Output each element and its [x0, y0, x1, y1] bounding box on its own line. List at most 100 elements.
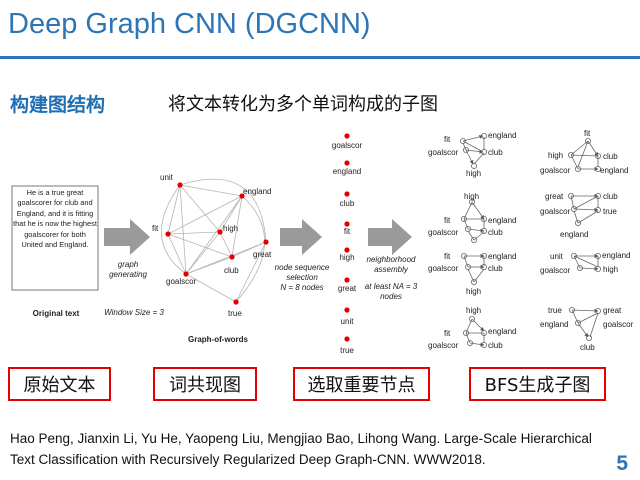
graph-node-label: unit — [160, 173, 174, 182]
subgraph-node-label: england — [600, 166, 628, 175]
subgraph-node-label: goalscor — [428, 228, 459, 237]
arrow2-label-line1: node sequence — [275, 263, 330, 272]
subgraph-node-label: fit — [444, 329, 451, 338]
subgraph: fit high club goalscor england — [540, 129, 628, 175]
subgraph-node-label: high — [466, 306, 481, 315]
graph-node-label: club — [224, 266, 239, 275]
step-cooccurrence-graph: 词共现图 — [153, 367, 257, 401]
original-text-box — [11, 185, 99, 291]
citation: Hao Peng, Jianxin Li, Yu He, Yaopeng Liu… — [10, 431, 592, 467]
graph-node — [229, 254, 235, 260]
graph-nodes — [165, 182, 269, 305]
subgraph-node-label: england — [540, 320, 568, 329]
subgraph-node-label: england — [488, 327, 516, 336]
subgraph: unit england goalscor high — [540, 251, 630, 275]
subgraph-node-label: club — [580, 343, 595, 352]
arrow3-label-line4: nodes — [380, 292, 402, 301]
subgraph: fit england goalscor club high — [428, 131, 516, 178]
graph-node-label: goalscor — [166, 277, 197, 286]
title-divider — [0, 56, 640, 59]
graph-node-label: fit — [152, 224, 159, 233]
subgraph-node-label: club — [488, 148, 503, 157]
subgraph: true great england goalscor club — [540, 306, 634, 352]
section-label: 构建图结构 — [10, 94, 106, 116]
graph-node — [233, 299, 239, 305]
original-text: He is a true great goalscorer for club a… — [13, 188, 97, 250]
subgraph-node-label: fit — [444, 216, 451, 225]
original-text-caption: Original text — [33, 309, 80, 318]
subgraph-node-label: england — [488, 216, 516, 225]
subgraph-node-label: england — [602, 251, 630, 260]
arrow2-label-line3: N = 8 nodes — [280, 283, 323, 292]
graph-node — [263, 239, 269, 245]
step-select-important-nodes: 选取重要节点 — [293, 367, 430, 401]
sequence-node-label: fit — [344, 227, 351, 236]
arrow3-label-line1: neighborhood — [367, 255, 416, 264]
subgraph-node-label: club — [603, 192, 618, 201]
graph-node-label: true — [228, 309, 242, 318]
sequence-node-label: high — [339, 253, 354, 262]
subgraph: great goalscor club true england — [540, 192, 618, 239]
subgraph-node-label: club — [488, 341, 503, 350]
subgraph-node-label: england — [488, 131, 516, 140]
subgraph-node-label: unit — [550, 252, 564, 261]
subgraph-node-label: high — [603, 265, 618, 274]
subgraph-node-label: goalscor — [428, 341, 459, 350]
subgraph-node-label: goalscor — [603, 320, 634, 329]
graph-node — [177, 182, 183, 188]
graph-of-words-caption: Graph-of-words — [188, 335, 249, 344]
subgraph: fit high club goalscor england — [428, 192, 516, 243]
subgraph-node-label: great — [545, 192, 564, 201]
subgraph-node-label: goalscor — [540, 266, 571, 275]
subgraph-node-label: england — [488, 252, 516, 261]
subgraph-node-label: true — [548, 306, 562, 315]
subgraph-node-label: club — [603, 152, 618, 161]
subgraph-node-label: high — [466, 287, 481, 296]
subgraph-node-label: goalscor — [540, 166, 571, 175]
subgraph-node-label: fit — [444, 135, 451, 144]
step-bfs-subgraph: BFS生成子图 — [469, 367, 606, 401]
sequence-node-label: club — [340, 199, 355, 208]
graph-node — [183, 271, 189, 277]
subgraph-node-label: club — [488, 228, 503, 237]
node-sequence: goalscor england club fit high great uni… — [332, 133, 363, 355]
arrow-graph-generating — [104, 219, 150, 255]
arrow-neighborhood-assembly — [368, 219, 412, 255]
arrow-node-selection — [280, 219, 322, 255]
sequence-node-label: england — [333, 167, 361, 176]
graph-node-label: england — [243, 187, 271, 196]
subgraph: fit england goalscor club high — [428, 306, 516, 350]
pipeline-figure: He is a true great goalscorer for club a… — [11, 129, 634, 355]
subgraph-node-label: club — [488, 264, 503, 273]
subgraph-node-label: goalscor — [428, 148, 459, 157]
subgraph-node-label: great — [603, 306, 622, 315]
subgraph-node-label: high — [548, 151, 563, 160]
graph-node — [165, 231, 171, 237]
graph-node-label: high — [223, 224, 238, 233]
subgraph-node-label: goalscor — [540, 207, 571, 216]
graph-of-words — [161, 178, 267, 303]
graph-node — [217, 229, 223, 235]
step-original-text: 原始文本 — [8, 367, 111, 401]
arrow1-label-line2: generating — [109, 270, 147, 279]
subgraph-node-label: england — [560, 230, 588, 239]
subgraph-node-label: high — [466, 169, 481, 178]
window-size-label: Window Size = 3 — [104, 308, 164, 317]
section-description: 将文本转化为多个单词构成的子图 — [168, 94, 438, 115]
sequence-node-label: goalscor — [332, 141, 363, 150]
slide-title: Deep Graph CNN (DGCNN) — [8, 8, 371, 40]
sequence-node-label: great — [338, 284, 357, 293]
subgraph-node-label: fit — [444, 252, 451, 261]
arrow2-label-line2: selection — [286, 273, 318, 282]
page-number: 5 — [616, 452, 628, 475]
subgraph-node-label: goalscor — [428, 264, 459, 273]
subgraph-node-label: true — [603, 207, 617, 216]
subgraph-node-label: fit — [584, 129, 591, 138]
arrow1-label-line1: graph — [118, 260, 139, 269]
graph-node-label: great — [253, 250, 272, 259]
sequence-node-label: unit — [341, 317, 355, 326]
subgraph: high fit england goalscor club — [428, 252, 516, 296]
arrow3-label-line2: assembly — [374, 265, 409, 274]
graph-node — [239, 193, 245, 199]
arrow3-label-line3: at least NA = 3 — [365, 282, 418, 291]
